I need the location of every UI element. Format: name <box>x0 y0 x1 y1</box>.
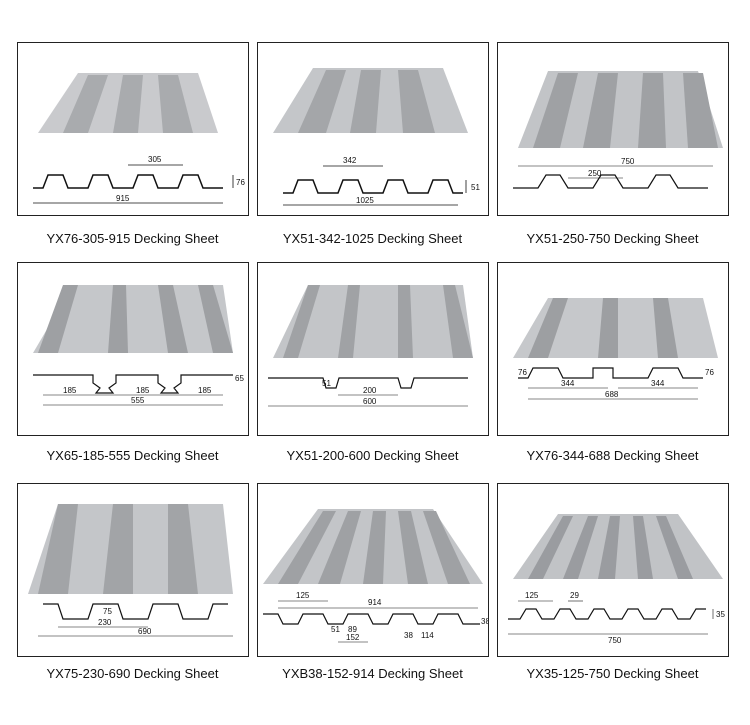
product-caption-7: YX75-230-690 Decking Sheet <box>46 666 219 681</box>
dim-label: 690 <box>138 627 152 636</box>
dim-label: 125 <box>525 591 539 600</box>
product-card-2: 342 1025 51 <box>257 42 489 216</box>
dim-label: 344 <box>561 379 575 388</box>
product-card-6: 344 344 688 76 76 <box>497 262 729 436</box>
dim-label: 76 <box>236 178 245 187</box>
dim-label: 51 <box>322 379 331 388</box>
product-card-3: 750 250 <box>497 42 729 216</box>
product-caption-5: YX51-200-600 Decking Sheet <box>286 448 459 463</box>
dim-label: 750 <box>608 636 622 645</box>
dim-label: 51 <box>331 625 340 634</box>
dim-label: 75 <box>103 607 112 616</box>
dim-label: 185 <box>198 386 212 395</box>
dim-label: 342 <box>343 156 357 165</box>
dim-label: 185 <box>63 386 77 395</box>
dim-label: 600 <box>363 397 377 406</box>
decking-sheet-illustration: 125 914 51 89 152 38 114 38 <box>263 509 489 643</box>
dim-label: 29 <box>570 591 579 600</box>
decking-sheet-illustration: 185 185 185 555 65 <box>33 285 244 406</box>
decking-sheet-illustration: 125 29 750 35 <box>508 514 725 645</box>
product-card-1: 305 915 76 <box>17 42 249 216</box>
decking-sheet-illustration: 305 915 76 <box>33 73 245 204</box>
dim-label: 185 <box>136 386 150 395</box>
dim-label: 250 <box>588 169 602 178</box>
product-caption-9: YX35-125-750 Decking Sheet <box>526 666 699 681</box>
dim-label: 114 <box>421 631 434 640</box>
dim-label: 555 <box>131 396 145 405</box>
decking-sheet-illustration: 200 600 51 <box>268 285 473 407</box>
product-card-8: 125 914 51 89 152 38 114 38 <box>257 483 489 657</box>
dim-label: 35 <box>716 610 725 619</box>
dim-label: 230 <box>98 618 112 627</box>
dim-label: 305 <box>148 155 162 164</box>
decking-sheet-illustration: 230 690 75 <box>28 504 233 637</box>
product-caption-8: YXB38-152-914 Decking Sheet <box>282 666 463 681</box>
decking-sheet-illustration: 750 250 <box>513 71 723 189</box>
product-card-5: 200 600 51 <box>257 262 489 436</box>
dim-label: 200 <box>363 386 377 395</box>
product-card-9: 125 29 750 35 <box>497 483 729 657</box>
dim-label: 51 <box>471 183 480 192</box>
decking-sheet-illustration: 344 344 688 76 76 <box>513 298 718 400</box>
dim-label: 750 <box>621 157 635 166</box>
decking-sheet-illustration: 342 1025 51 <box>273 68 480 206</box>
dim-label: 688 <box>605 390 619 399</box>
product-caption-6: YX76-344-688 Decking Sheet <box>526 448 699 463</box>
dim-label: 76 <box>705 368 714 377</box>
product-caption-2: YX51-342-1025 Decking Sheet <box>282 231 463 246</box>
dim-label: 914 <box>368 598 382 607</box>
dim-label: 1025 <box>356 196 374 205</box>
dim-label: 344 <box>651 379 665 388</box>
dim-label: 38 <box>481 617 489 626</box>
product-caption-1: YX76-305-915 Decking Sheet <box>46 231 219 246</box>
dim-label: 65 <box>235 374 244 383</box>
product-caption-3: YX51-250-750 Decking Sheet <box>526 231 699 246</box>
product-card-4: 185 185 185 555 65 <box>17 262 249 436</box>
product-caption-4: YX65-185-555 Decking Sheet <box>46 448 219 463</box>
product-card-7: 230 690 75 <box>17 483 249 657</box>
dim-label: 125 <box>296 591 310 600</box>
dim-label: 915 <box>116 194 130 203</box>
dim-label: 152 <box>346 633 360 642</box>
dim-label: 89 <box>348 625 357 634</box>
dim-label: 38 <box>404 631 413 640</box>
dim-label: 76 <box>518 368 527 377</box>
